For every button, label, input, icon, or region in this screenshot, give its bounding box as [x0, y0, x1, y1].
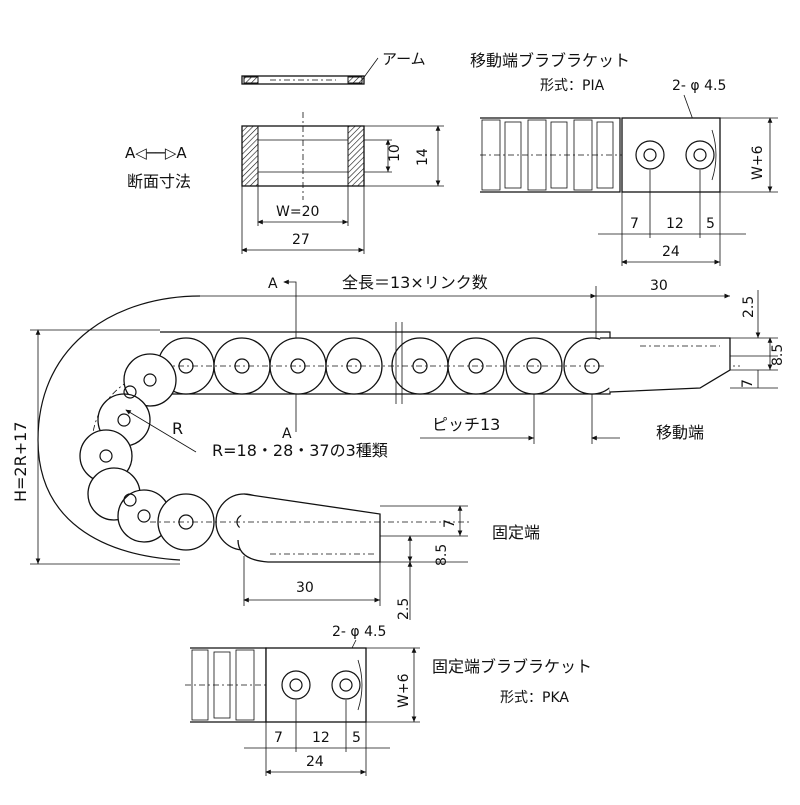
arm-view: アーム	[241, 50, 426, 85]
fixed-length-dim: 30	[296, 580, 314, 596]
top-link-row	[150, 322, 740, 404]
section-width-dim: W=20	[276, 204, 319, 220]
cross-section-view: A◁──▷A 断面寸法 10 14 W=20 27	[125, 112, 444, 254]
fixed-gap-dim: 2.5	[396, 598, 412, 620]
pitch-label: ピッチ13	[432, 415, 500, 434]
main-chain-view: A A 全長＝13×リンク数 30	[11, 273, 786, 620]
radius-mark: R	[172, 419, 183, 438]
arm-label: アーム	[382, 50, 426, 68]
fixed-bracket-width: W+6	[396, 673, 412, 708]
moving-bracket-dim-b: 12	[666, 216, 684, 232]
radius-label: R=18・28・37の3種類	[212, 441, 388, 460]
fixed-bracket-title: 固定端ブラブラケット	[432, 657, 592, 676]
fixed-bracket-dim-c: 5	[352, 730, 361, 746]
fixed-bracket-dim-b: 12	[312, 730, 330, 746]
section-total-dim: 27	[292, 232, 310, 248]
section-outer-dim: 14	[415, 148, 431, 166]
moving-bracket-holes: 2- φ 4.5	[672, 78, 726, 94]
moving-bracket-model: 形式：PIA	[540, 78, 605, 94]
moving-bracket-dim-a: 7	[630, 216, 639, 232]
fixed-bracket-holes: 2- φ 4.5	[332, 624, 386, 640]
fixed-bracket-view: 2- φ 4.5 W+6 固定端ブラブラケット 形式：PKA 7 12 5 24	[185, 624, 592, 776]
section-arrow: A◁──▷A	[125, 144, 187, 162]
fixed-h2-dim: 8.5	[434, 544, 450, 566]
moving-bracket-view: 移動端ブラブラケット 形式：PIA 2- φ 4.5 W+6	[470, 51, 778, 266]
moving-bracket-width: W+6	[750, 145, 766, 180]
fixed-end-label: 固定端	[492, 523, 540, 542]
fixed-bracket-model: 形式：PKA	[500, 690, 569, 706]
top-gap-dim: 2.5	[741, 296, 757, 318]
top-h2-dim: 7	[740, 379, 756, 388]
fixed-bracket-total: 24	[306, 754, 324, 770]
fixed-bracket-dim-a: 7	[274, 730, 283, 746]
section-mark-bottom: A	[282, 426, 292, 442]
top-right-length: 30	[650, 278, 668, 294]
bend-link-row	[79, 353, 177, 543]
fixed-h1-dim: 7	[442, 519, 458, 528]
section-inner-dim: 10	[387, 144, 403, 162]
moving-bracket-total: 24	[662, 244, 680, 260]
moving-bracket-title: 移動端ブラブラケット	[470, 51, 630, 70]
moving-bracket-dim-c: 5	[706, 216, 715, 232]
top-h1-dim: 8.5	[770, 344, 786, 366]
section-mark-top: A	[268, 276, 278, 292]
moving-end-label: 移動端	[656, 423, 704, 442]
total-length-label: 全長＝13×リンク数	[342, 273, 488, 292]
height-label: H=2R+17	[11, 422, 30, 503]
section-title: 断面寸法	[127, 172, 191, 191]
